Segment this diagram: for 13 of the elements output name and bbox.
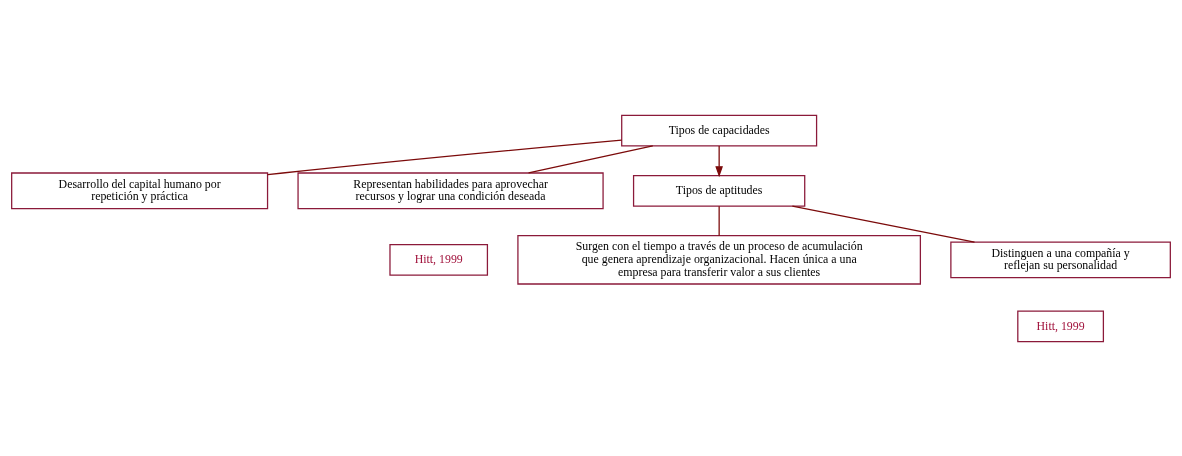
node-box: Hitt, 1999	[1017, 309, 1105, 342]
node-box: Tipos de capacidades	[621, 114, 818, 147]
arrow	[715, 144, 723, 177]
node-box: Surgen con el tiempo a través de un proceso de acumulación que genera aprendizaje organizacional. Hacen única a una empresa para transferir valor a sus clientes	[517, 234, 921, 285]
connector	[718, 205, 720, 236]
node-box: Tipos de aptitudes	[632, 174, 806, 207]
connector	[527, 144, 654, 174]
node-box: Desarrollo del capital humano por repetición y práctica	[11, 171, 269, 209]
node-box: Representan habilidades para aprovechar recursos y lograr una condición deseada	[297, 171, 604, 209]
connector	[791, 204, 976, 243]
node-box: Distinguen a una compañía y reflejan su personalidad	[950, 240, 1171, 278]
connector	[267, 139, 623, 175]
node-box: Hitt, 1999	[389, 243, 489, 276]
